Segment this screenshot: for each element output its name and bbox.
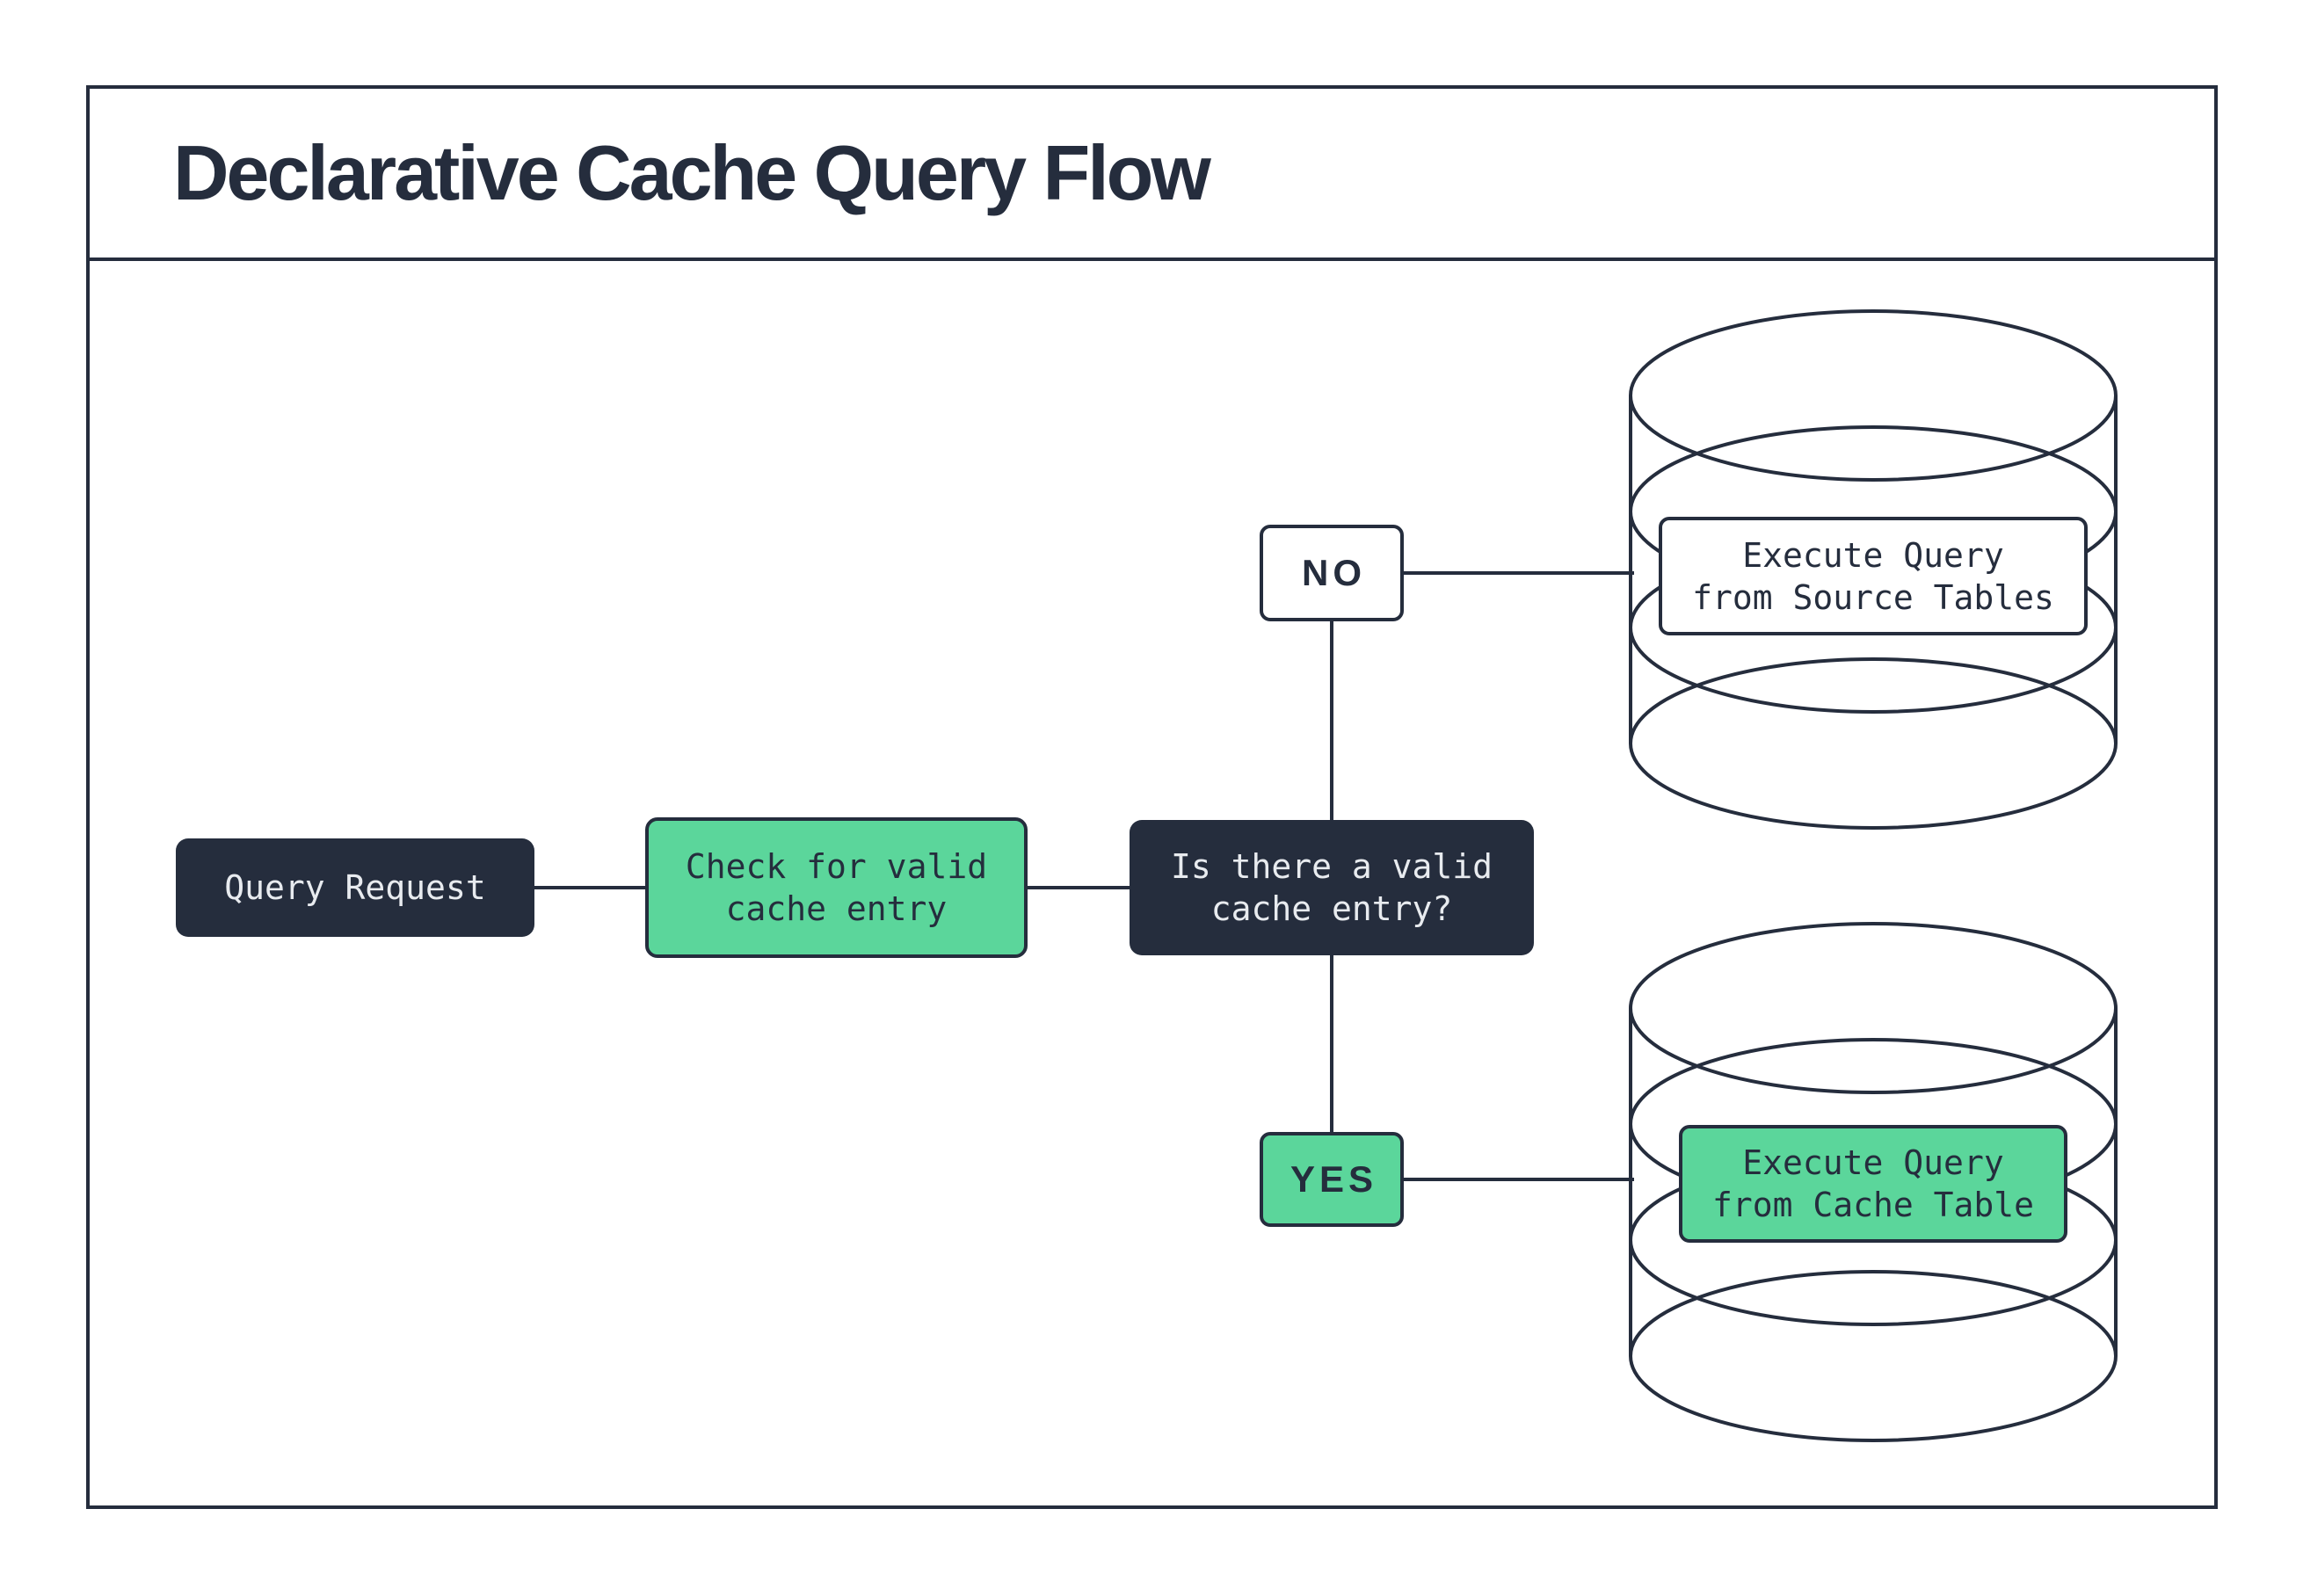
connector-check-to-decision xyxy=(1028,886,1130,889)
title-bar: Declarative Cache Query Flow xyxy=(86,85,2218,261)
connector-no-to-source-db xyxy=(1404,571,1634,575)
node-cache-line2: from Cache Table xyxy=(1711,1186,2035,1224)
cylinder-disk-top xyxy=(1629,922,2118,1094)
connector-decision-to-yes xyxy=(1330,955,1333,1132)
branch-no-text: NO xyxy=(1302,552,1366,593)
node-check-cache-line2: cache entry xyxy=(725,889,948,928)
node-check-cache: Check for valid cache entry xyxy=(645,817,1028,958)
node-cache-line1: Execute Query xyxy=(1742,1143,2004,1182)
node-check-cache-line1: Check for valid xyxy=(685,847,988,886)
cylinder-disk-bottom xyxy=(1629,657,2118,830)
branch-label-no: NO xyxy=(1260,525,1404,621)
node-decision-line2: cache entry? xyxy=(1210,889,1453,928)
node-decision-valid-cache: Is there a valid cache entry? xyxy=(1130,820,1534,955)
connector-decision-to-no xyxy=(1330,621,1333,820)
node-decision-line1: Is there a valid xyxy=(1170,847,1493,886)
connector-request-to-check xyxy=(534,886,645,889)
branch-yes-text: YES xyxy=(1290,1158,1378,1200)
node-source-line2: from Source Tables xyxy=(1692,577,2054,617)
node-query-request-label: Query Request xyxy=(224,868,486,907)
connector-yes-to-cache-db xyxy=(1404,1178,1634,1181)
node-query-request: Query Request xyxy=(176,838,534,937)
page-title: Declarative Cache Query Flow xyxy=(173,129,1211,216)
node-execute-cache-table: Execute Query from Cache Table xyxy=(1679,1125,2067,1243)
branch-label-yes: YES xyxy=(1260,1132,1404,1227)
node-execute-source-tables: Execute Query from Source Tables xyxy=(1659,517,2088,635)
cylinder-disk-bottom xyxy=(1629,1270,2118,1442)
cylinder-disk-top xyxy=(1629,309,2118,482)
node-source-line1: Execute Query xyxy=(1742,535,2004,575)
